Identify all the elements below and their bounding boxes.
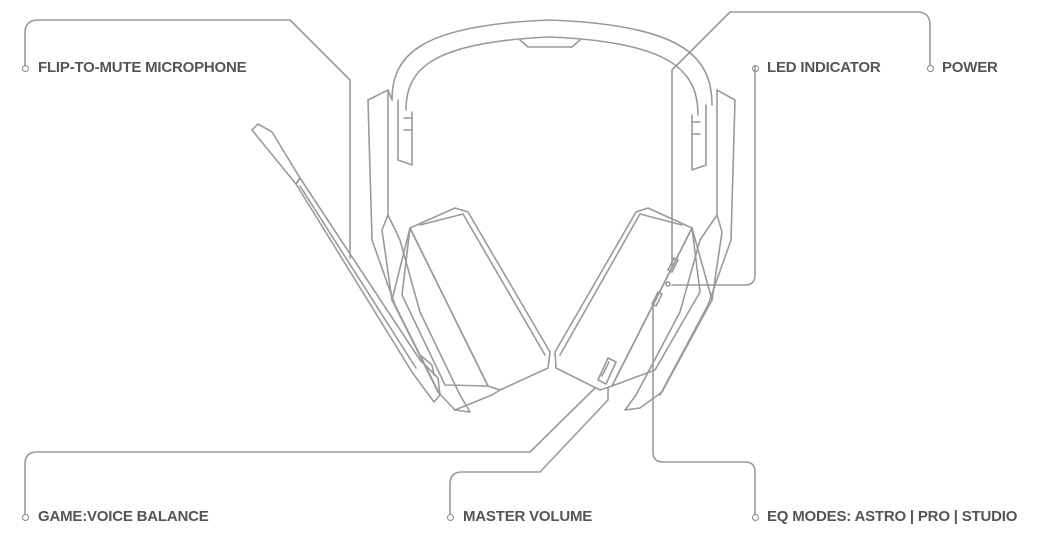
left-arm [367, 89, 471, 413]
label-flip-to-mute-microphone: FLIP-TO-MUTE MICROPHONE [38, 59, 247, 76]
power-leader [671, 11, 931, 269]
microphone-boom [251, 123, 441, 403]
master-volume-leader [449, 387, 609, 515]
master-volume-dot [447, 514, 454, 521]
label-power: POWER [942, 59, 998, 76]
label-led-indicator: LED INDICATOR [767, 59, 881, 76]
eq-modes-dot [752, 514, 759, 521]
game-voice-dot [22, 514, 29, 521]
eq-modes-leader [652, 305, 756, 515]
label-master-volume: MASTER VOLUME [463, 508, 593, 525]
flip-to-mute-leader [24, 19, 351, 259]
game-voice-leader [24, 387, 596, 515]
callout-lines [24, 11, 931, 515]
right-ear-cup [554, 207, 713, 391]
left-ear-cup [391, 207, 551, 411]
label-eq-modes: EQ MODES: ASTRO | PRO | STUDIO [767, 508, 1018, 525]
headband [391, 19, 713, 171]
flip-to-mute-dot [22, 65, 29, 72]
led-indicator-leader [671, 65, 756, 286]
label-game-voice-balance: GAME:VOICE BALANCE [38, 508, 209, 525]
power-dot [927, 65, 934, 72]
right-arm [624, 89, 736, 411]
led-indicator-dot [752, 65, 759, 72]
